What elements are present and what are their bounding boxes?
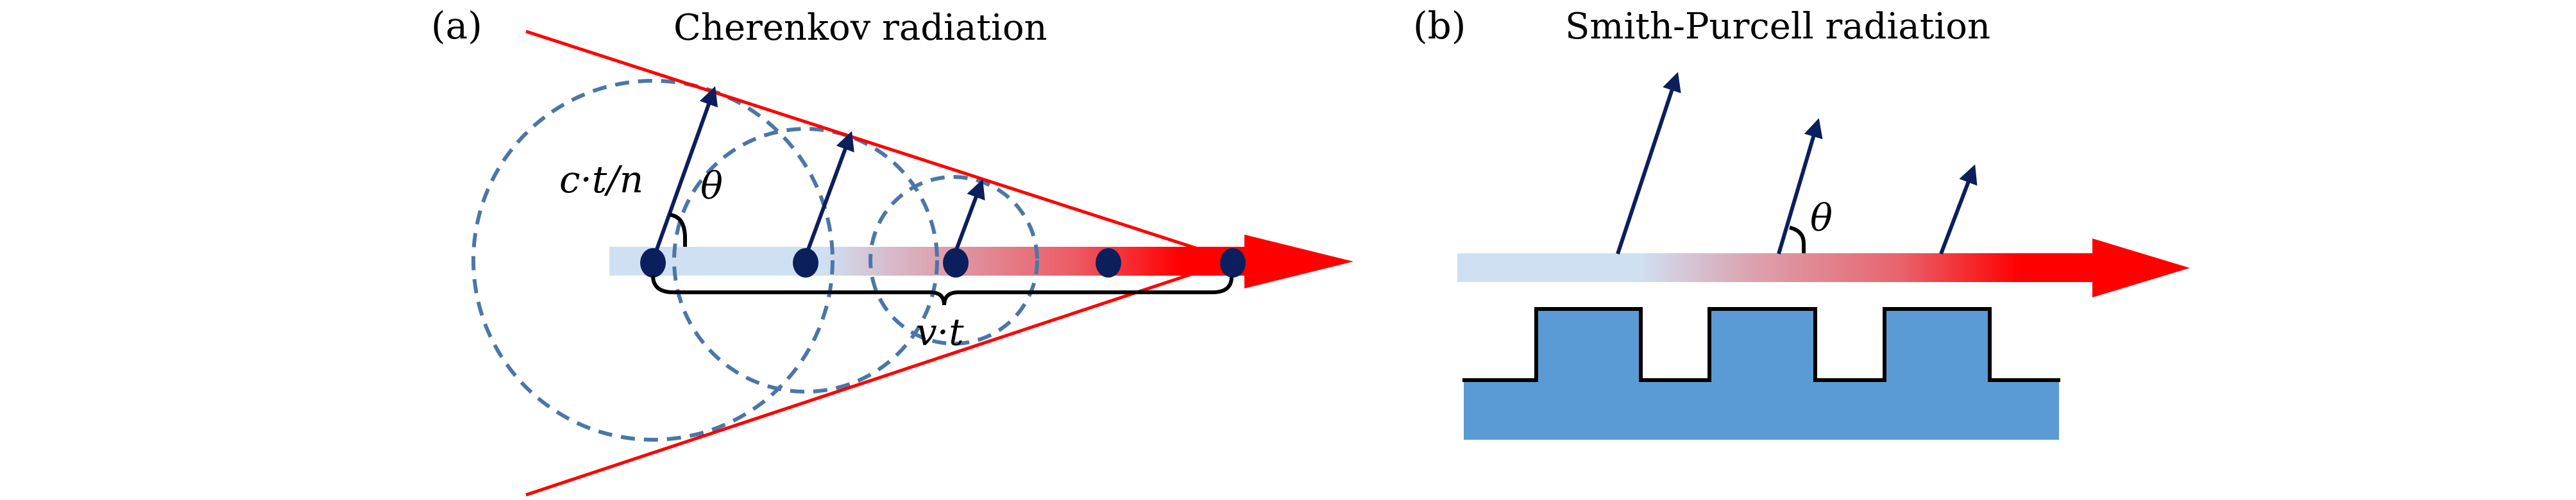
emission-arrow <box>952 179 985 258</box>
panel-a: (a) Cherenkov radiation <box>431 4 1353 497</box>
metal-grating <box>1464 309 2059 440</box>
cone-line-lower <box>525 258 1234 497</box>
emission-arrow <box>652 86 718 258</box>
wavefront-circle <box>471 79 835 442</box>
emission-arrow <box>804 131 854 258</box>
beam-arrowhead <box>1244 235 1353 288</box>
electron-dot <box>1220 248 1246 278</box>
emission-arrow <box>1939 164 1978 255</box>
grating-outline <box>1462 307 2060 382</box>
angle-arc <box>1789 226 1806 253</box>
panel-b-label: (b) <box>1413 4 1466 47</box>
radius-label: c·t/n <box>559 158 643 201</box>
electron-dot <box>1096 248 1121 278</box>
electron-beam <box>1457 253 2105 282</box>
angle-arc <box>669 213 687 247</box>
electron-dot <box>640 248 666 278</box>
emission-arrow <box>1777 118 1823 254</box>
electron-dot <box>943 248 969 278</box>
panel-b-title: Smith-Purcell radiation <box>1565 6 1990 47</box>
wavefront-circle <box>672 127 939 394</box>
angle-label-a: θ <box>700 164 723 208</box>
emission-arrow <box>1616 72 1681 254</box>
cone-line-upper <box>525 29 1234 262</box>
angle-label-b: θ <box>1810 196 1833 240</box>
wavefront-circle <box>869 175 1039 346</box>
beam-arrowhead <box>2092 238 2190 297</box>
distance-brace <box>651 275 1233 306</box>
panel-a-label: (a) <box>431 4 482 47</box>
panel-b: (b) Smith-Purcell radiation θ <box>1413 4 2190 440</box>
electron-dot <box>793 248 818 278</box>
panel-a-title: Cherenkov radiation <box>674 7 1047 49</box>
distance-label: v·t <box>916 310 964 354</box>
electron-beam <box>609 247 1257 276</box>
